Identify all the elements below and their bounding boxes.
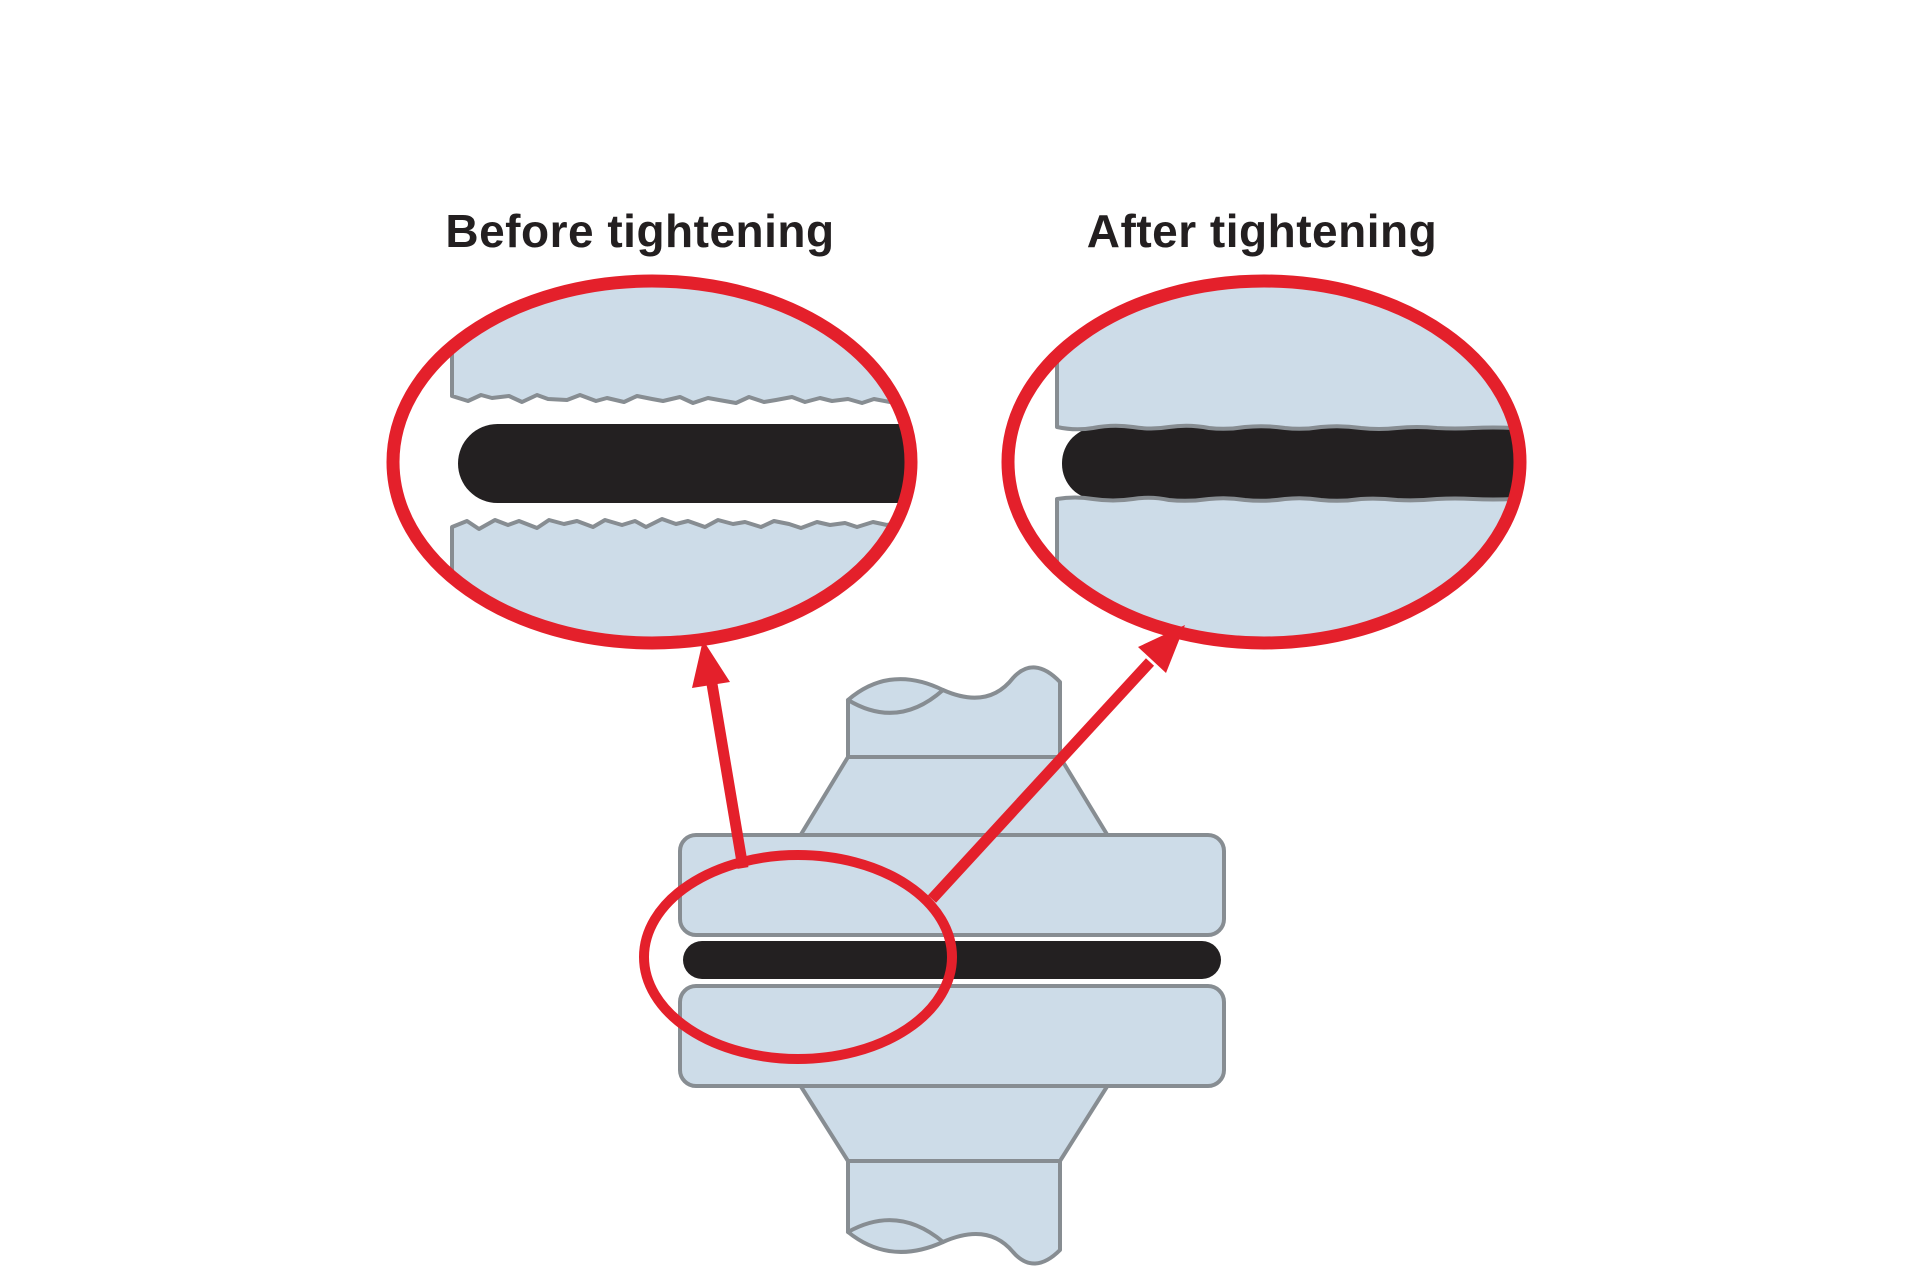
after-label: After tightening	[1087, 205, 1437, 257]
lower-hex-nut	[798, 1083, 1110, 1163]
arrow-to-before-view	[692, 640, 749, 869]
after-lower-surface	[1055, 495, 1514, 637]
fitting-assembly	[639, 665, 1226, 1266]
after-magnifier-ring	[1001, 274, 1527, 650]
gasket-highlight-ring	[639, 850, 957, 1064]
upper-hex-nut	[798, 755, 1110, 838]
after-upper-surface	[1055, 287, 1514, 432]
after-gasket	[1062, 427, 1514, 500]
before-magnified-view	[386, 274, 918, 650]
lower-flange	[678, 984, 1226, 1088]
top-pipe-break-arc	[846, 688, 945, 715]
before-magnifier-ring	[386, 274, 918, 650]
before-gasket	[458, 424, 905, 503]
bottom-pipe-break-arc	[846, 1218, 945, 1244]
bottom-pipe	[846, 1158, 1062, 1266]
after-magnified-view	[1001, 274, 1527, 650]
arrow-to-after-view	[927, 625, 1185, 903]
top-pipe	[846, 665, 1062, 759]
before-label: Before tightening	[445, 205, 834, 257]
